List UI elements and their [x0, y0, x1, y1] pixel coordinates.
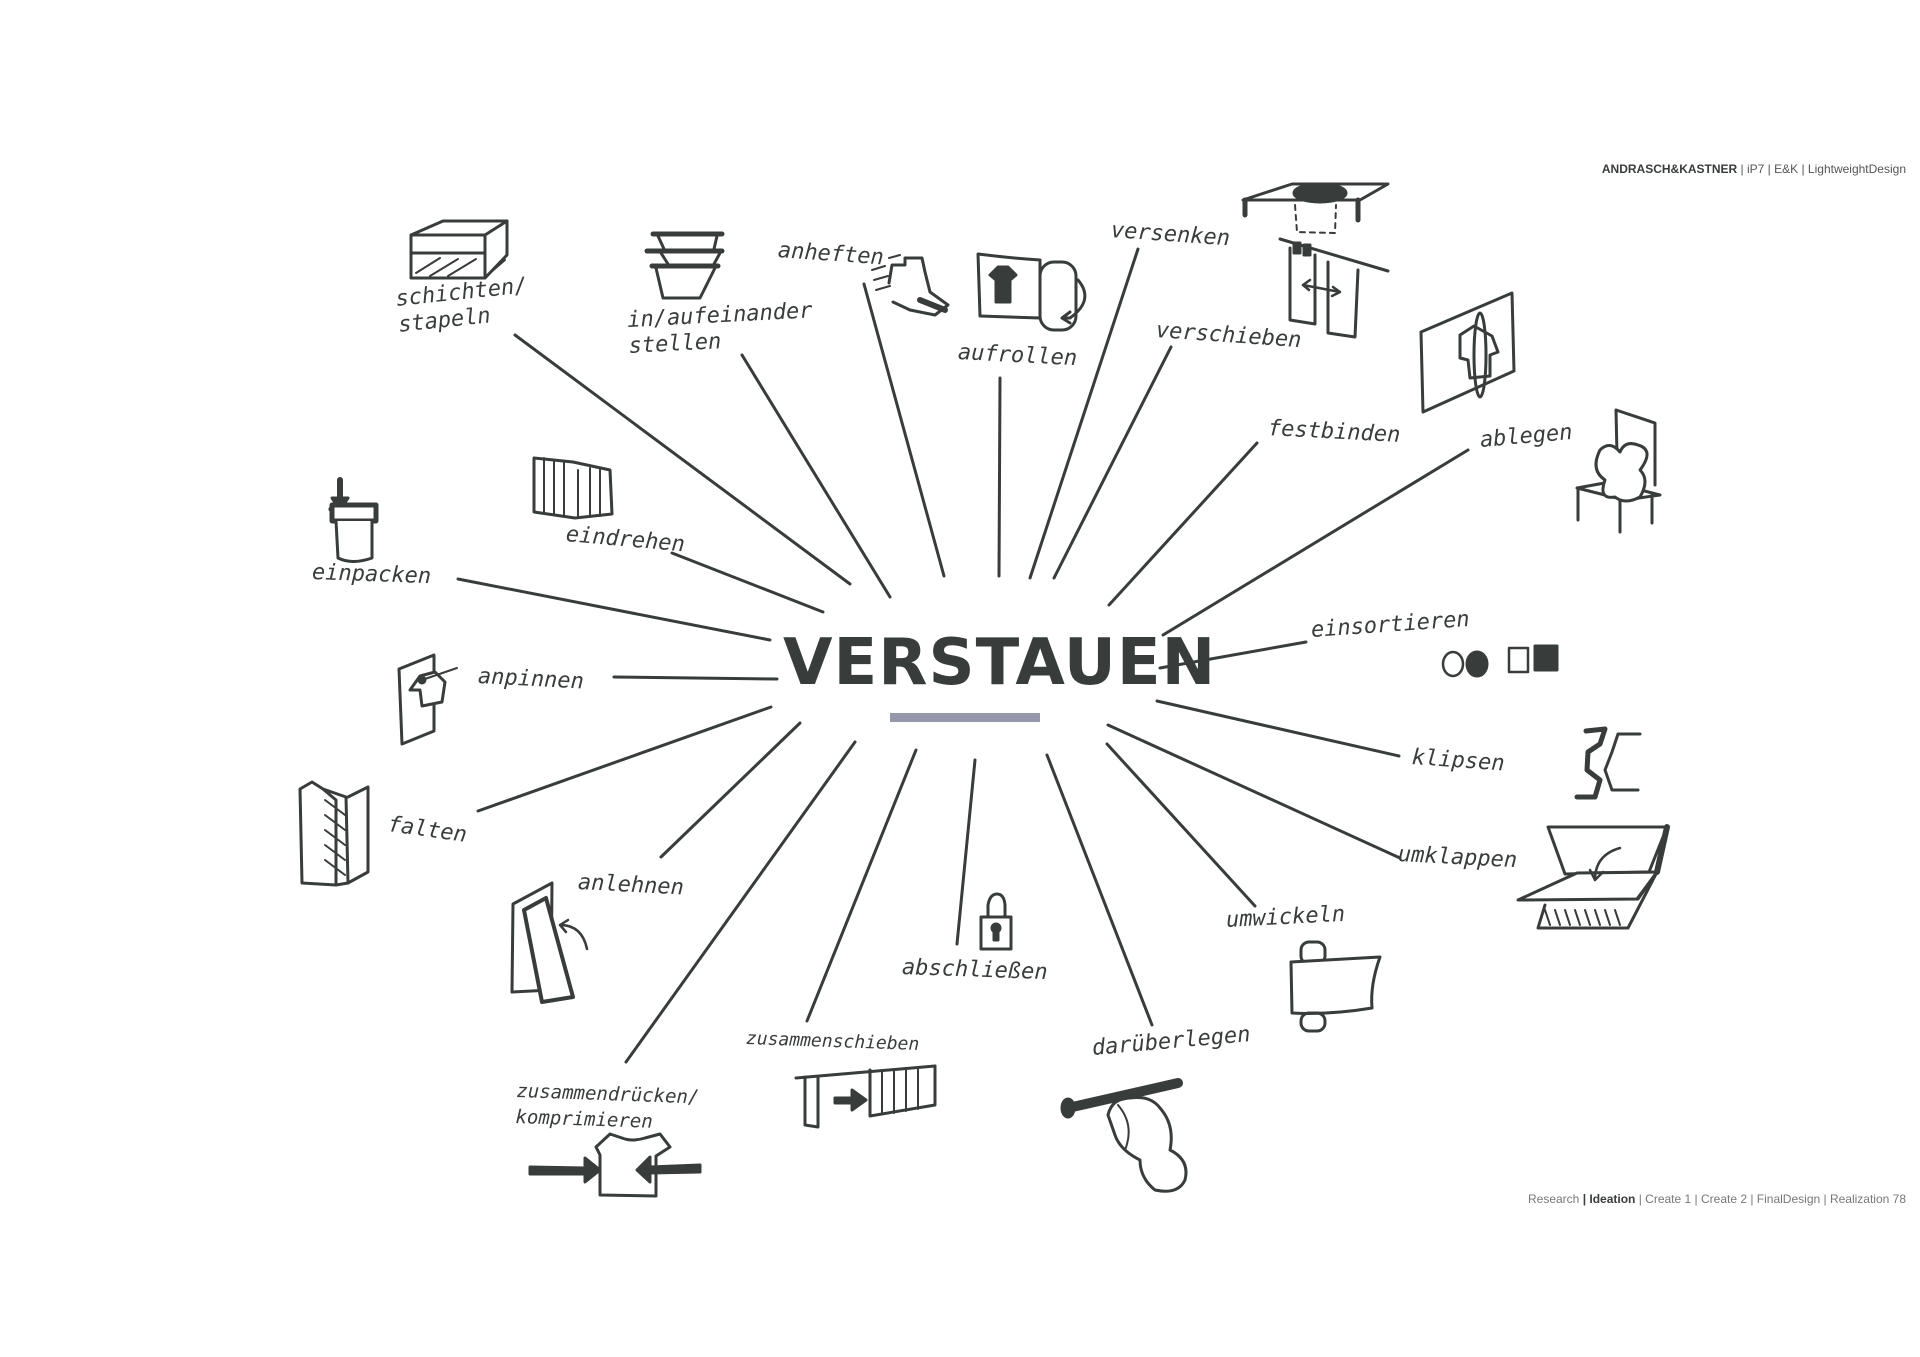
central-topic-title: VERSTAUEN	[783, 626, 1217, 700]
label-abschliessen: abschließen	[901, 955, 1049, 986]
connector-anpinnen	[612, 675, 779, 681]
rolled-banner-icon	[976, 252, 1087, 332]
push-together-icon	[794, 1064, 937, 1129]
connector-anlehnen	[659, 721, 802, 859]
shapes-sorting-icon	[1441, 644, 1559, 678]
connector-umklappen	[1106, 723, 1402, 860]
connector-schichten	[513, 333, 852, 586]
page-footer-nav: Research | Ideation | Create 1 | Create …	[1528, 1192, 1906, 1206]
cloth-over-rod-icon	[1060, 1078, 1188, 1193]
connector-umwickeln	[1105, 742, 1257, 908]
connector-ablegen	[1161, 448, 1470, 637]
chair-cloth-icon	[1575, 408, 1662, 534]
connector-einsortieren	[1158, 640, 1308, 670]
connector-komprimieren	[624, 740, 857, 1064]
label-zusammendruecken-komprimieren: zusammendrücken/ komprimieren	[515, 1080, 700, 1133]
padlock-icon	[979, 892, 1013, 951]
nested-bowls-icon	[644, 231, 725, 300]
connector-anheften	[862, 282, 946, 578]
connector-stellen	[740, 353, 892, 599]
connector-einpacken	[456, 577, 772, 642]
pinned-fabric-icon	[871, 254, 950, 317]
footer-research[interactable]: Research	[1527, 1192, 1583, 1206]
tied-shirt-icon	[1419, 291, 1516, 414]
connector-zusammenschieben	[805, 748, 918, 1023]
jar-pack-icon	[328, 477, 379, 563]
sliding-panels-icon	[1278, 237, 1390, 339]
rolled-sheet-icon	[532, 456, 614, 520]
footer-ideation-current[interactable]: | Ideation	[1582, 1192, 1636, 1206]
header-meta: | iP7 | E&K | LightweightDesign	[1737, 162, 1906, 176]
connector-versenken	[1028, 247, 1140, 580]
connector-falten	[476, 705, 773, 813]
compress-shirt-icon	[528, 1132, 702, 1198]
folded-screen-icon	[298, 780, 370, 887]
connector-aufrollen	[997, 376, 1002, 578]
leaning-board-icon	[510, 881, 589, 1004]
label-in-aufeinander-stellen: in/aufeinander stellen	[626, 298, 814, 359]
wrapped-roll-icon	[1289, 940, 1382, 1033]
connector-festbinden	[1107, 441, 1259, 607]
central-topic-underline	[890, 713, 1040, 722]
sunk-table-icon	[1241, 182, 1390, 234]
header-brand: ANDRASCH&KASTNER	[1601, 162, 1738, 176]
connector-abschliessen	[955, 758, 977, 946]
page-header: ANDRASCH&KASTNER | iP7 | E&K | Lightweig…	[1602, 162, 1906, 176]
stacked-boxes-icon	[409, 219, 509, 280]
connector-darueberlegen	[1045, 753, 1154, 1027]
connector-verschieben	[1052, 345, 1173, 580]
footer-other-sections[interactable]: | Create 1 | Create 2 | FinalDesign | Re…	[1635, 1192, 1906, 1206]
connector-eindrehen	[670, 551, 825, 614]
clip-icon	[1574, 726, 1642, 800]
connector-klipsen	[1155, 699, 1401, 758]
fold-over-icon	[1516, 824, 1670, 930]
label-einpacken: einpacken	[311, 560, 432, 590]
pinned-shirt-icon	[397, 653, 458, 746]
connector-lines	[456, 247, 1470, 1064]
